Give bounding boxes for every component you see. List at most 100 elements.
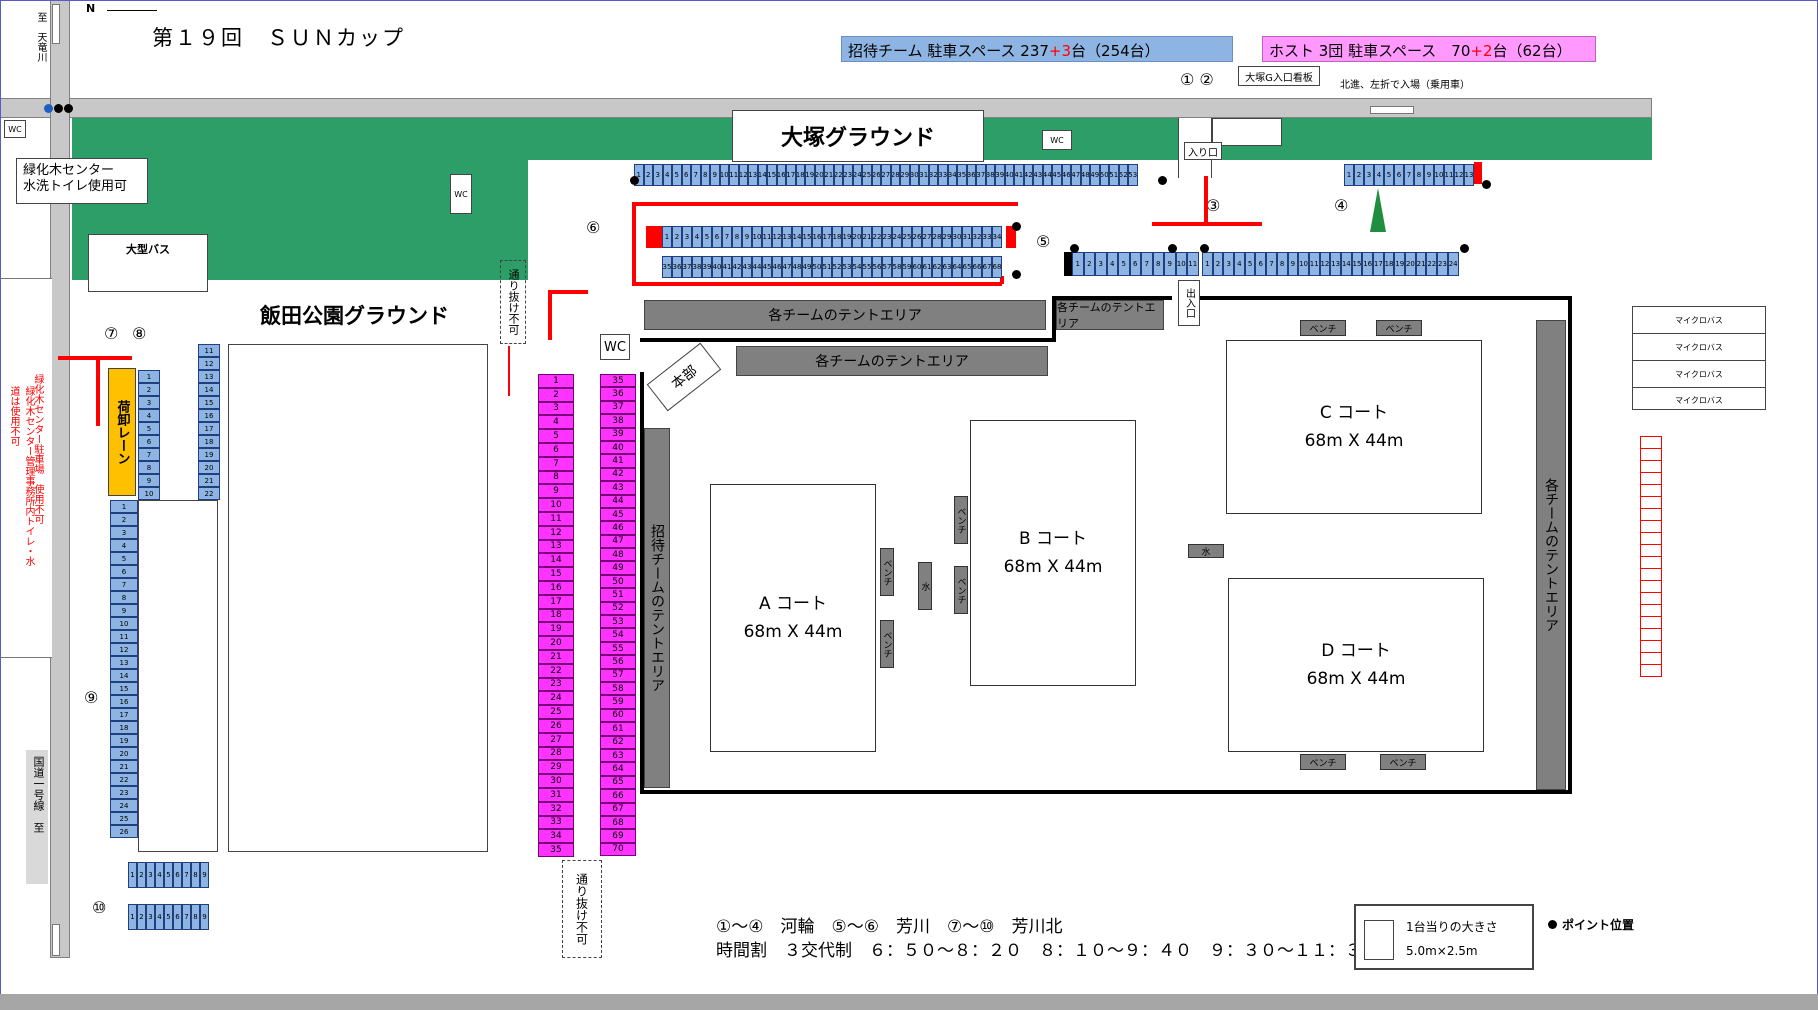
point-5 xyxy=(1070,244,1079,253)
parking-slot: 4 xyxy=(155,904,164,930)
red-slot xyxy=(1640,593,1662,605)
parking-slot: 28 xyxy=(932,226,942,248)
microbus-2: マイクロバス xyxy=(1633,334,1765,361)
parking-slot: 4 xyxy=(662,164,672,186)
exit-text: 出入口 xyxy=(1183,288,1195,318)
parking-slot: 31 xyxy=(962,226,972,248)
parking-slot: 7 xyxy=(1141,252,1153,276)
parking-slot: 15 xyxy=(767,164,777,186)
parking-slot: 42 xyxy=(1023,164,1033,186)
parking-slot: 26 xyxy=(871,164,881,186)
parking-slot: 32 xyxy=(928,164,938,186)
microbus-area: マイクロバス マイクロバス マイクロバス マイクロバス xyxy=(1632,306,1766,410)
parking-slot: 9 xyxy=(742,226,752,248)
parking-slot: 23 xyxy=(1437,252,1448,276)
parking-slot: 70 xyxy=(600,842,636,857)
parking-slot: 22 xyxy=(198,487,220,500)
parking-slot: 67 xyxy=(600,802,636,816)
parking-slot: 34 xyxy=(947,164,957,186)
parking-slot: 38 xyxy=(600,414,636,428)
parking-slot: 43 xyxy=(742,256,752,278)
parking-slot: 61 xyxy=(600,722,636,736)
parking-slot: 53 xyxy=(1128,164,1138,186)
parking-slot: 41 xyxy=(722,256,732,278)
honbu-label: 本部 xyxy=(668,362,701,393)
parking-slot: 8 xyxy=(732,226,742,248)
parking-slot: 12 xyxy=(538,525,574,540)
left-strip xyxy=(0,278,52,658)
microbus-4: マイクロバス xyxy=(1675,395,1723,405)
parking-slot: 1 xyxy=(138,370,160,383)
no-through-2: 通り抜け不可 xyxy=(562,860,602,958)
red-slot xyxy=(1640,533,1662,545)
parking-slot: 7 xyxy=(110,578,138,591)
parking-slot: 13 xyxy=(538,539,574,554)
red-slot xyxy=(1640,557,1662,569)
parking-slot: 10 xyxy=(138,487,160,500)
parking-slot: 16 xyxy=(1362,252,1373,276)
point-1 xyxy=(630,176,639,185)
parking-slot: 7 xyxy=(691,164,701,186)
parking-slot: 2 xyxy=(538,387,574,402)
bench-a1: ベンチ xyxy=(880,548,894,596)
parking-slot: 2 xyxy=(1083,252,1095,276)
parking-slot: 44 xyxy=(752,256,762,278)
parking-slot: 10 xyxy=(538,498,574,512)
court-b-size: 68m X 44m xyxy=(1003,557,1103,577)
parking-slot: 20 xyxy=(814,164,824,186)
traffic-light-2 xyxy=(54,104,63,113)
parking-slot: 6 xyxy=(173,862,182,888)
red-slot xyxy=(1640,653,1662,665)
parking-slot: 5 xyxy=(1118,252,1130,276)
parking-slot: 3 xyxy=(538,401,574,416)
row6-left-cap xyxy=(646,226,662,248)
arrow-6-end xyxy=(1000,276,1004,284)
microbus-1: マイクロバス xyxy=(1633,307,1765,334)
invited-plus: +3 xyxy=(1048,42,1072,60)
parking-slot: 19 xyxy=(842,226,852,248)
schedule-line-2: 時間割 ３交代制 ６：５０～８：２０ ８：１０～９：４０ ９：３０～１１：３０ xyxy=(716,941,1379,961)
parking-slot: 27 xyxy=(538,732,574,747)
right-red-slots xyxy=(1640,436,1662,677)
parking-slot: 5 xyxy=(164,904,173,930)
parking-slot: 3 xyxy=(1364,164,1374,186)
parking-slot: 34 xyxy=(992,226,1002,248)
parking-slot: 11 xyxy=(198,344,220,357)
ryokka-note: 緑化木センター 水洗トイレ使用可 xyxy=(16,158,148,204)
parking-slot: 13 xyxy=(198,370,220,383)
parking-slot: 17 xyxy=(1373,252,1384,276)
parking-slot: 8 xyxy=(700,164,710,186)
parking-slot: 57 xyxy=(600,668,636,682)
page-title: 第１９回 ＳＵＮカップ xyxy=(152,26,405,50)
parking-slot: 45 xyxy=(600,507,636,522)
parking-slot: 9 xyxy=(1287,252,1299,276)
parking-slot: 9 xyxy=(538,484,574,499)
parking-slot: 7 xyxy=(1266,252,1277,276)
red-slot xyxy=(1640,545,1662,557)
water-ab: 水 xyxy=(918,562,932,610)
parking-slot: 51 xyxy=(822,256,832,278)
parking-slot: 1 xyxy=(662,226,672,248)
parking-slot: 6 xyxy=(138,435,160,448)
water-ab-label: 水 xyxy=(919,581,930,591)
parking-slot: 10 xyxy=(719,164,729,186)
parking-slot: 30 xyxy=(909,164,919,186)
red-slot xyxy=(1640,461,1662,473)
parking-slot: 21 xyxy=(110,760,138,773)
parking-slot: 28 xyxy=(538,746,574,761)
host-parking-legend: ホスト 3団 駐車スペース 70+2台（62台） xyxy=(1262,36,1596,62)
host-suffix: 台（62台） xyxy=(1492,42,1572,60)
parking-slot: 8 xyxy=(1414,164,1424,186)
parking-slot: 51 xyxy=(600,588,636,602)
arrow-3-stem xyxy=(1204,176,1208,224)
parking-slot: 38 xyxy=(985,164,995,186)
parking-slot: 69 xyxy=(600,829,636,843)
parking-slot: 22 xyxy=(872,226,882,248)
wc-main: WC xyxy=(600,334,630,360)
parking-slot: 6 xyxy=(538,442,574,457)
